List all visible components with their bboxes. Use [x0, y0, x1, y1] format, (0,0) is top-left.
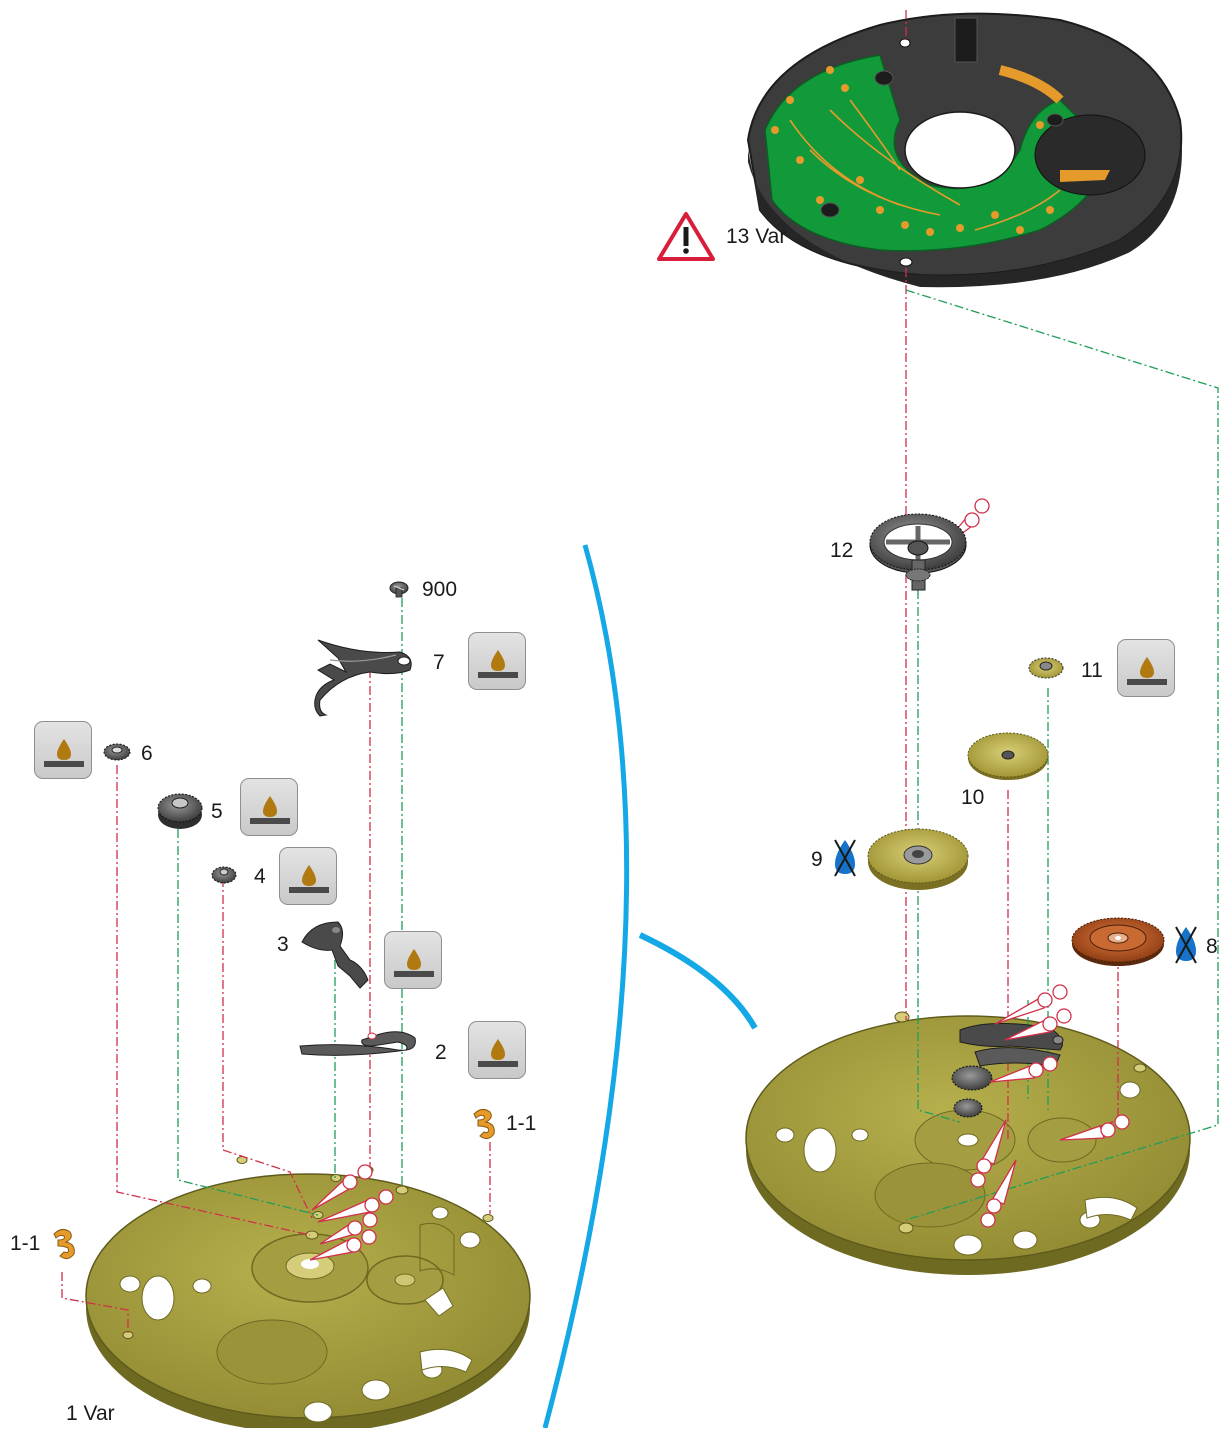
- oil-drop-icon: [240, 778, 298, 836]
- no-oil-icon: [1175, 926, 1197, 964]
- label-part-1-1-left: 1-1: [10, 1232, 41, 1255]
- part-12-wheel: [869, 513, 967, 591]
- part-2-spring: [299, 1031, 416, 1056]
- label-part-7: 7: [433, 651, 445, 674]
- label-part-3: 3: [277, 933, 289, 956]
- screw-900: [389, 581, 409, 598]
- main-plate-left: [85, 1156, 531, 1433]
- right-assembly-axis-lines: [905, 10, 1219, 1221]
- label-part-8: 8: [1206, 935, 1218, 958]
- oil-point-markers-left: [309, 1164, 394, 1261]
- part-5-wheel: [157, 793, 203, 829]
- circuit-board-13: [746, 12, 1183, 288]
- oil-drop-icon: [34, 721, 92, 779]
- oil-drop-icon: [468, 632, 526, 690]
- warning-triangle-icon: [657, 212, 715, 261]
- label-part-5: 5: [211, 800, 223, 823]
- part-7-spring: [314, 639, 412, 717]
- part-8-wheel: [1071, 917, 1165, 966]
- oil-drop-icon: [384, 931, 442, 989]
- oil-drop-icon: [468, 1021, 526, 1079]
- part-1-1-clip-right: [473, 1108, 495, 1140]
- part-4-wheel: [211, 866, 237, 884]
- label-part-2: 2: [435, 1041, 447, 1064]
- label-part-1-var: 1 Var: [66, 1402, 115, 1425]
- label-part-10: 10: [961, 786, 985, 809]
- part-11-wheel: [1028, 657, 1064, 679]
- label-part-900: 900: [422, 578, 458, 601]
- label-part-1-1-right: 1-1: [506, 1112, 537, 1135]
- part-3-lever: [301, 921, 369, 989]
- label-part-6: 6: [141, 742, 153, 765]
- oil-point-markers-right: [939, 498, 1130, 1228]
- main-plate-right: [745, 1011, 1191, 1275]
- part-1-1-clip-left: [53, 1228, 75, 1260]
- oil-drop-icon: [279, 847, 337, 905]
- no-oil-icon: [834, 839, 856, 877]
- label-part-13-var: 13 Var: [726, 225, 787, 248]
- label-part-4: 4: [254, 865, 266, 888]
- part-9-wheel: [867, 828, 969, 890]
- oil-drop-icon: [1117, 639, 1175, 697]
- part-6-wheel: [103, 743, 131, 761]
- label-part-12: 12: [830, 539, 854, 562]
- left-assembly-axis-lines: [61, 598, 491, 1334]
- label-part-9: 9: [811, 848, 823, 871]
- label-part-11: 11: [1081, 659, 1103, 682]
- part-10-wheel: [967, 732, 1049, 780]
- section-divider-arc: [542, 544, 758, 1429]
